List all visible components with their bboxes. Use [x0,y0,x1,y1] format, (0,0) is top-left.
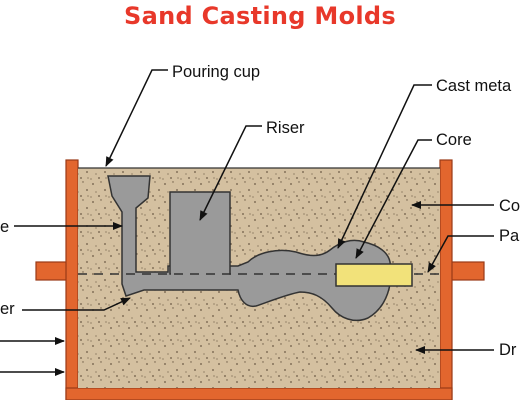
label-riser: Riser [266,119,305,137]
leader-riser [199,125,262,221]
riser-runner-join [171,262,229,282]
flask-bottom [65,387,453,400]
leader-parting-line [427,235,494,273]
flask-right-wall [439,159,453,400]
core [335,263,413,287]
label-cast-metal: Cast meta [436,77,512,95]
label-pouring-cup: Pouring cup [172,63,260,81]
label-core: Core [436,131,472,149]
leader-runner [22,297,131,311]
mold-cavity [107,175,405,322]
label-drag: Dr [499,341,517,359]
leader-core [355,139,432,259]
riser [169,191,231,275]
leader-pouring-cup [105,69,168,167]
label-runner: er [0,300,15,318]
diagram-title: Sand Casting Molds [124,2,396,30]
label-cope: Co [499,197,520,215]
flask-left-wall [65,159,79,400]
label-sprue: e [0,218,9,236]
label-parting-line: Pa [499,227,520,245]
leader-cast-metal [337,84,432,249]
